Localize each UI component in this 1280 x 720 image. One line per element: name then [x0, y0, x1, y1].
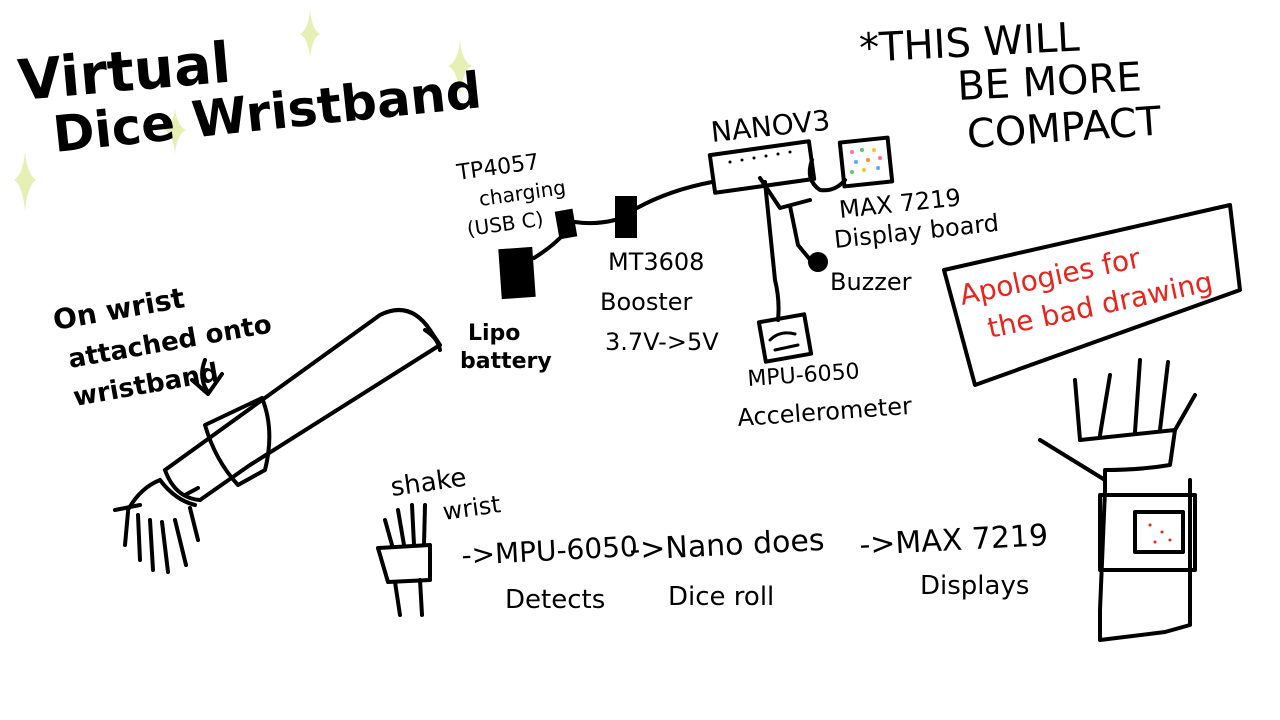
nano-label: NANOV3 [709, 104, 831, 149]
nano-board-icon [707, 139, 817, 195]
wrist-device-drawing [1038, 358, 1197, 642]
accel-label-2: Accelerometer [736, 392, 912, 432]
sparkle-icon [164, 108, 186, 154]
battery-label-2: battery [460, 349, 552, 374]
sparkle-decorations [14, 10, 472, 212]
charger-board-icon [554, 208, 578, 240]
down-arrow-icon [190, 358, 224, 396]
battery-icon [498, 246, 536, 300]
sparkle-icon [14, 152, 36, 212]
apology-box [942, 203, 1242, 387]
battery-label-1: Lipo [468, 321, 520, 346]
flow-step-1-sub: Detects [505, 585, 605, 615]
booster-label-1: MT3608 [608, 248, 704, 276]
shake-hand-icon [376, 503, 432, 617]
led-matrix-dots [850, 148, 882, 174]
sparkle-icon [448, 40, 472, 98]
buzzer-icon [808, 252, 828, 272]
flow-step-2-sub: Dice roll [668, 582, 774, 612]
flow-step-3-sub: Displays [920, 571, 1029, 601]
shake-label-2: wrist [441, 490, 502, 526]
booster-label-2: Booster [600, 288, 693, 316]
booster-label-3: 3.7V->5V [605, 328, 719, 356]
nano-pins [728, 150, 792, 164]
accelerometer-icon [756, 312, 814, 364]
compact-note-line-2: BE MORE [956, 54, 1143, 110]
charger-label-3: (USB C) [465, 206, 545, 240]
flow-step-3: ->MAX 7219 [859, 518, 1049, 563]
arm-drawing [113, 308, 442, 574]
accel-label-1: MPU-6050 [747, 359, 861, 392]
flow-step-2: ->Nano does [629, 523, 826, 568]
sparkle-icon [300, 10, 320, 58]
flow-step-1: ->MPU-6050 [461, 530, 639, 572]
display-board-icon [837, 135, 895, 189]
booster-board-icon [615, 196, 637, 238]
buzzer-label: Buzzer [830, 268, 912, 296]
